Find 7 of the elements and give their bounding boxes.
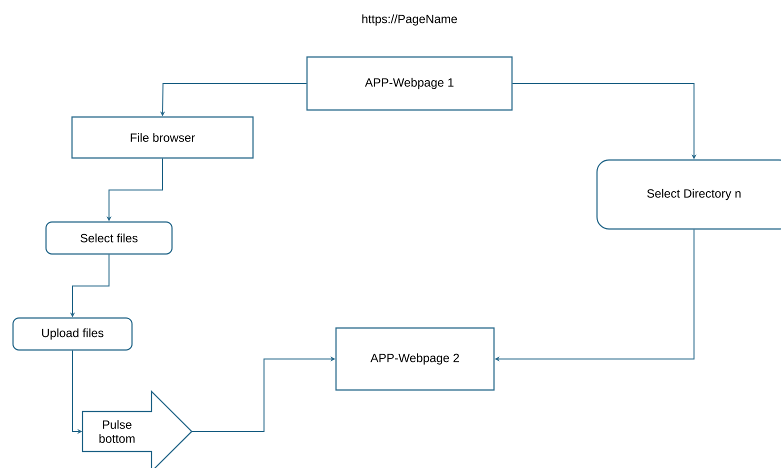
rounded-box: Select Directory n: [596, 159, 781, 230]
page-title: https://PageName: [362, 14, 457, 26]
process-box: APP-Webpage 2: [335, 327, 495, 391]
process-box: APP-Webpage 1: [306, 56, 513, 111]
rounded-box: Upload files: [12, 317, 133, 351]
rounded-box: Select files: [45, 221, 173, 255]
process-box: File browser: [71, 116, 254, 159]
